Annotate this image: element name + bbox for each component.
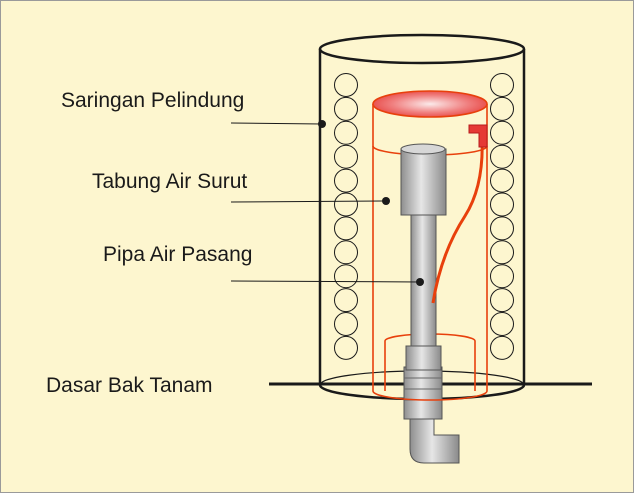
screen-hole (334, 216, 358, 241)
screen-hole (490, 264, 514, 289)
protective-screen (318, 33, 526, 401)
drain-pipe (403, 366, 460, 464)
screen-hole (490, 216, 514, 241)
screen-hole (334, 73, 358, 97)
screen-hole (334, 168, 358, 193)
leader-dot-saringan (318, 120, 326, 128)
screen-hole (334, 96, 358, 121)
leader-line-pipa (230, 280, 421, 283)
inlet-pipe (400, 143, 447, 371)
screen-hole (490, 73, 514, 97)
screen-hole (334, 264, 358, 289)
screen-hole (334, 120, 358, 145)
screen-hole (334, 335, 358, 360)
screen-hole (334, 288, 358, 313)
label-saringan-pelindung: Saringan Pelindung (61, 89, 245, 112)
leader-line-tabung (230, 200, 387, 203)
screen-hole (490, 240, 514, 265)
screen-hole (490, 335, 514, 360)
screen-hole (334, 240, 358, 265)
screen-hole (490, 168, 514, 193)
screen-hole (490, 288, 514, 313)
label-pipa-air-pasang: Pipa Air Pasang (103, 243, 253, 266)
screen-hole (490, 120, 514, 145)
label-dasar-bak-tanam: Dasar Bak Tanam (46, 374, 213, 397)
label-tabung-air-surut: Tabung Air Surut (92, 170, 248, 193)
screen-holes (334, 73, 514, 360)
screen-hole (490, 96, 514, 121)
screen-hole (490, 312, 514, 336)
screen-hole (490, 144, 514, 169)
leader-dot-pipa (416, 278, 424, 286)
leader-dot-tabung (382, 197, 390, 205)
siphon-tube (431, 124, 488, 304)
screen-hole (490, 192, 514, 217)
screen-hole (334, 192, 358, 217)
leader-line-saringan (230, 122, 323, 125)
screen-hole (334, 312, 358, 336)
screen-hole (334, 144, 358, 169)
